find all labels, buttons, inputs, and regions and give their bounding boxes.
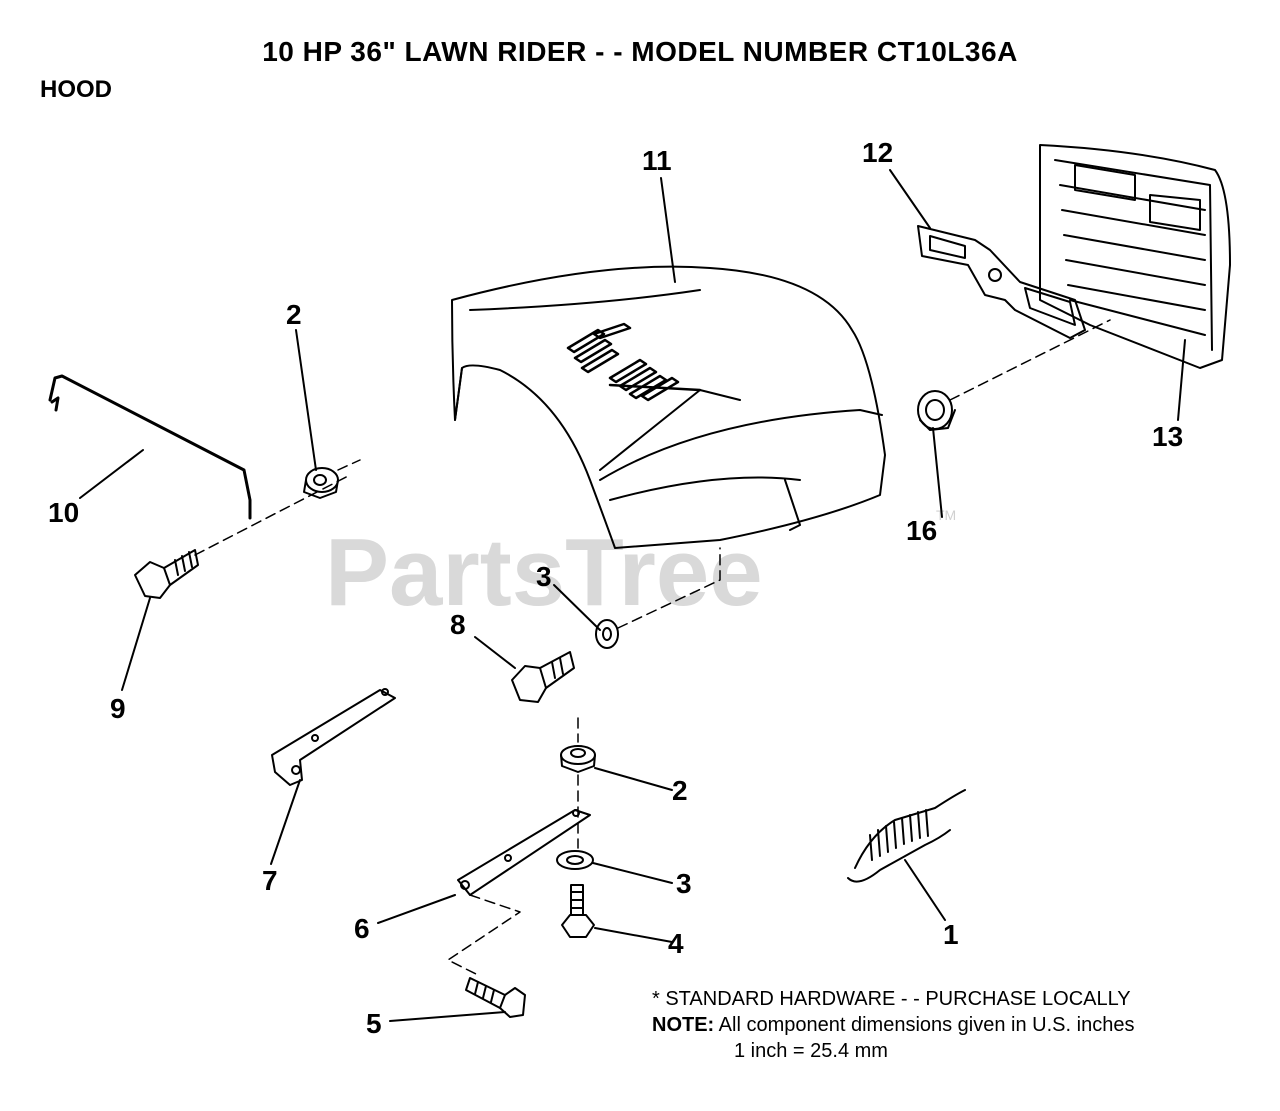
washer-part-lower bbox=[556, 850, 594, 870]
callout-13: 13 bbox=[1152, 421, 1183, 452]
callout-16: 16 bbox=[906, 515, 937, 546]
callout-3-upper: 3 bbox=[536, 561, 552, 592]
watermark-text: PartsTree bbox=[325, 519, 763, 626]
note-label: NOTE: bbox=[652, 1014, 715, 1036]
hex-bolt-part-5 bbox=[465, 977, 526, 1018]
washer-part-upper bbox=[595, 619, 619, 649]
callout-12: 12 bbox=[862, 137, 893, 168]
callout-9: 9 bbox=[110, 693, 126, 724]
callout-1: 1 bbox=[943, 919, 959, 950]
hood-part bbox=[451, 265, 886, 549]
conversion-note: 1 inch = 25.4 mm bbox=[734, 1040, 888, 1062]
grille-bracket-part bbox=[917, 225, 1086, 339]
callout-4: 4 bbox=[668, 928, 684, 959]
link-bar-part-6 bbox=[457, 809, 591, 896]
callout-6: 6 bbox=[354, 913, 370, 944]
nut-part-lower bbox=[560, 745, 596, 773]
hex-bolt-part-4 bbox=[561, 884, 595, 938]
callout-2-upper: 2 bbox=[286, 299, 302, 330]
hardware-notes: * STANDARD HARDWARE - - PURCHASE LOCALLY… bbox=[652, 986, 1134, 1064]
diagram-title: 10 HP 36" LAWN RIDER - - MODEL NUMBER CT… bbox=[262, 36, 1018, 67]
callout-3-lower: 3 bbox=[676, 868, 692, 899]
grille-part bbox=[1039, 144, 1231, 369]
callout-leaders bbox=[79, 169, 1186, 1022]
standard-hardware-note: * STANDARD HARDWARE - - PURCHASE LOCALLY bbox=[652, 988, 1131, 1010]
callout-7: 7 bbox=[262, 865, 278, 896]
callout-11: 11 bbox=[642, 145, 672, 176]
watermark-trademark: TM bbox=[936, 507, 956, 523]
shoulder-bolt-part-9 bbox=[134, 549, 199, 599]
hood-rod-part bbox=[48, 374, 252, 520]
assembly-lines bbox=[194, 319, 1111, 977]
hex-bolt-part-8 bbox=[511, 651, 575, 703]
hinge-bracket-part-7 bbox=[271, 688, 396, 786]
callout-10: 10 bbox=[48, 497, 79, 528]
flange-nut-part-16 bbox=[917, 390, 956, 431]
spring-part-1 bbox=[847, 789, 966, 883]
callout-8: 8 bbox=[450, 609, 466, 640]
dimensions-note: NOTE: All component dimensions given in … bbox=[652, 1012, 1134, 1038]
nut-part-upper bbox=[303, 467, 339, 499]
callout-5: 5 bbox=[366, 1008, 382, 1039]
section-label: HOOD bbox=[40, 76, 112, 103]
callout-2-lower: 2 bbox=[672, 775, 688, 806]
note-text: All component dimensions given in U.S. i… bbox=[718, 1014, 1135, 1036]
